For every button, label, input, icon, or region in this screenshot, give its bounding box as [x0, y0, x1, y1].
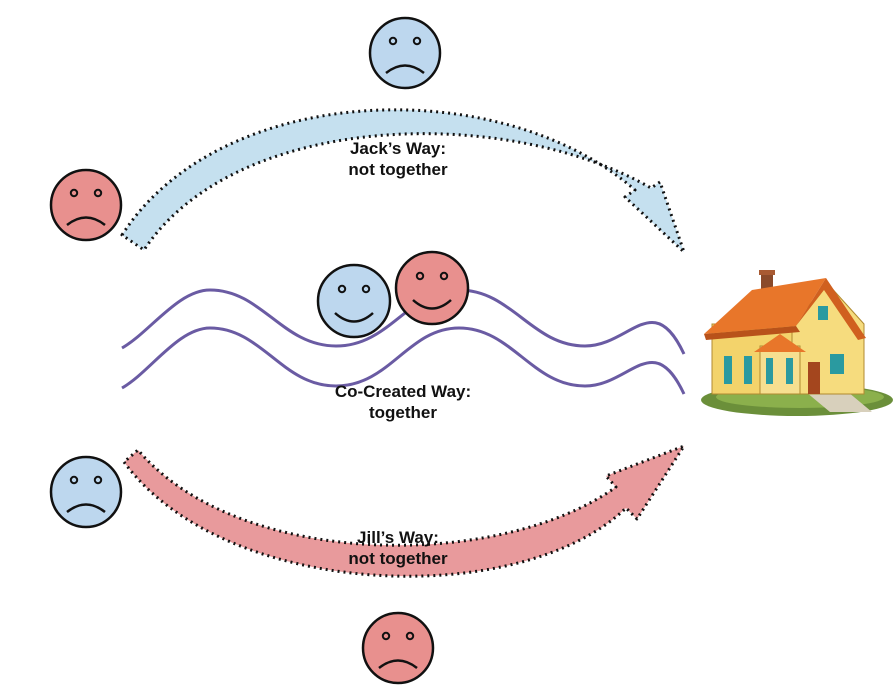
jills-way-label: Jill’s Way: not together [348, 527, 447, 569]
jack-happy-face-icon [316, 263, 392, 339]
jacks-way-arrow [120, 108, 686, 254]
jill-happy-face-icon [394, 250, 470, 326]
co-created-way-subtitle: together [369, 403, 437, 422]
jacks-way-label: Jack’s Way: not together [348, 138, 447, 180]
co-created-way-title: Co-Created Way: [334, 382, 472, 401]
co-created-way-label: Co-Created Way: together [335, 381, 471, 423]
jacks-way-subtitle: not together [348, 160, 448, 179]
jack-sad-face-left-icon [49, 455, 123, 529]
jack-sad-face-icon [368, 16, 442, 90]
jills-way-subtitle: not together [348, 549, 448, 568]
co-created-wave-lower [121, 326, 686, 395]
jill-sad-face-icon [49, 168, 123, 242]
house-icon [701, 270, 893, 416]
jill-sad-face-bottom-icon [361, 611, 435, 685]
jacks-way-title: Jack’s Way: [349, 139, 447, 158]
jills-way-arrow [122, 444, 686, 578]
jills-way-title: Jill’s Way: [357, 528, 439, 547]
